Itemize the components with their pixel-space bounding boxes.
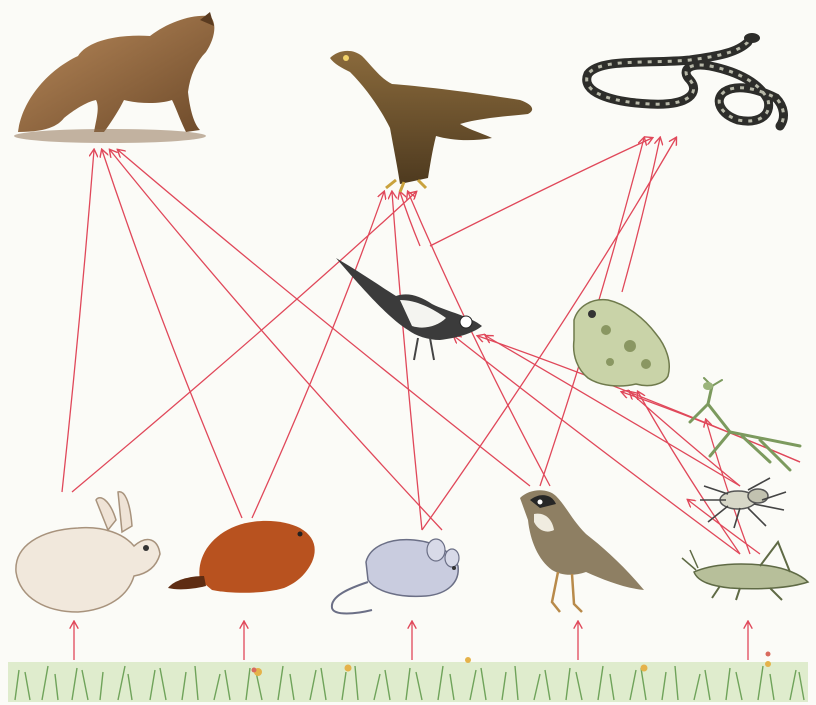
frog-icon: [574, 300, 670, 386]
eagle-icon: [330, 51, 532, 192]
rabbit-icon: [16, 492, 160, 612]
marmot-icon: [168, 521, 315, 593]
fox-icon: [14, 12, 214, 143]
snake-icon: [587, 33, 784, 126]
arrow-mouse-to-eagle: [392, 192, 422, 530]
spider-icon: [700, 478, 786, 528]
arrow-marmot-to-eagle: [252, 192, 384, 518]
arrow-rabbit-to-eagle: [72, 192, 416, 492]
arrow-rabbit-to-fox: [62, 150, 94, 492]
sparrow-bird-icon: [520, 490, 644, 612]
arrow-wagtail-to-eagle: [400, 192, 420, 246]
arrow-frog-to-snake: [622, 138, 660, 292]
grasshopper-icon: [682, 542, 808, 600]
arrow-marmot-to-fox: [102, 150, 242, 518]
mouse-icon: [332, 539, 459, 614]
arrow-mouse-to-fox: [110, 150, 442, 530]
grass-icon: [8, 652, 808, 703]
